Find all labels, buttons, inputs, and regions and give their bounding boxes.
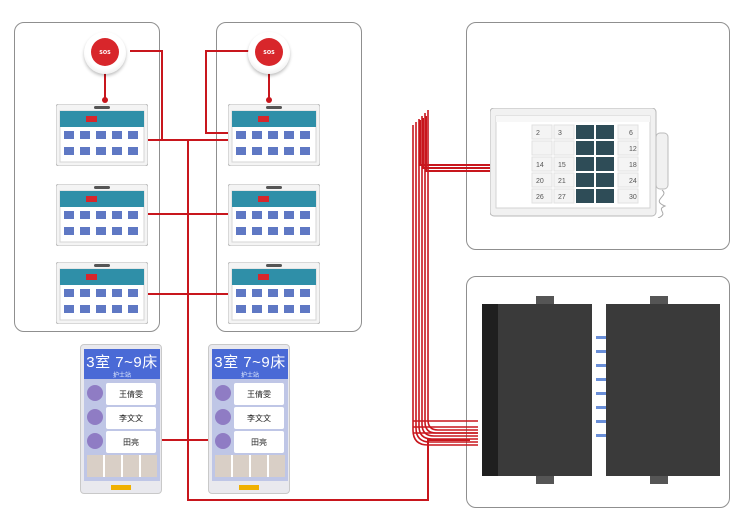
grid-number: 26 xyxy=(536,194,544,201)
bedside-button-bar[interactable] xyxy=(111,485,131,490)
bedside-header xyxy=(84,349,160,379)
terminal-left-2[interactable] xyxy=(56,184,148,246)
sos-button-left[interactable]: SOS xyxy=(84,32,126,74)
patient-name-2: 李文文 xyxy=(106,407,156,429)
terminal-left-3[interactable] xyxy=(56,262,148,324)
bedside-screen: 3室 7~9床 护士站 王倩雯 李文文 田亮 xyxy=(212,349,288,481)
avatar xyxy=(87,409,103,425)
avatar xyxy=(215,409,231,425)
grid-number: 12 xyxy=(629,146,637,153)
grid-number: 21 xyxy=(558,178,566,185)
grid-number: 15 xyxy=(558,162,566,169)
room-subtitle: 护士站 xyxy=(240,372,259,379)
patient-name-1: 王倩雯 xyxy=(234,383,284,405)
avatar xyxy=(215,433,231,449)
server-rack-right xyxy=(596,296,720,484)
sos-button-middle[interactable]: SOS xyxy=(248,32,290,74)
terminal-left-1[interactable] xyxy=(56,104,148,166)
room-title: 3室 7~9床 xyxy=(86,354,158,371)
avatar xyxy=(215,385,231,401)
terminal-middle-2[interactable] xyxy=(228,184,320,246)
avatar xyxy=(87,385,103,401)
staff-photos xyxy=(87,455,157,477)
bedside-display-left[interactable]: 3室 7~9床 护士站 王倩雯 李文文 田亮 xyxy=(80,344,162,494)
bedside-display-middle[interactable]: 3室 7~9床 护士站 王倩雯 李文文 田亮 xyxy=(208,344,290,494)
sos-label: SOS xyxy=(263,50,275,56)
server-rack-left xyxy=(482,296,592,484)
patient-name-3: 田亮 xyxy=(234,431,284,453)
grid-number: 24 xyxy=(629,178,637,185)
sos-label: SOS xyxy=(99,50,111,56)
room-title: 3室 7~9床 xyxy=(214,354,286,371)
grid-number: 18 xyxy=(629,162,637,169)
bedside-screen: 3室 7~9床 护士站 王倩雯 李文文 田亮 xyxy=(84,349,160,481)
room-subtitle: 护士站 xyxy=(112,372,131,379)
bedside-button-bar[interactable] xyxy=(239,485,259,490)
grid-number: 6 xyxy=(629,130,633,137)
master-station-monitor[interactable]: 2 3 6 12 14 15 18 20 21 24 26 27 30 xyxy=(490,108,670,218)
patient-name-3: 田亮 xyxy=(106,431,156,453)
grid-number: 30 xyxy=(629,194,637,201)
staff-photos xyxy=(215,455,285,477)
grid-number: 27 xyxy=(558,194,566,201)
patient-name-2: 李文文 xyxy=(234,407,284,429)
avatar xyxy=(87,433,103,449)
grid-number: 20 xyxy=(536,178,544,185)
grid-number: 14 xyxy=(536,162,544,169)
terminal-middle-1[interactable] xyxy=(228,104,320,166)
bedside-header xyxy=(212,349,288,379)
patient-name-1: 王倩雯 xyxy=(106,383,156,405)
grid-number: 3 xyxy=(558,130,562,137)
terminal-middle-3[interactable] xyxy=(228,262,320,324)
grid-number: 2 xyxy=(536,130,540,137)
